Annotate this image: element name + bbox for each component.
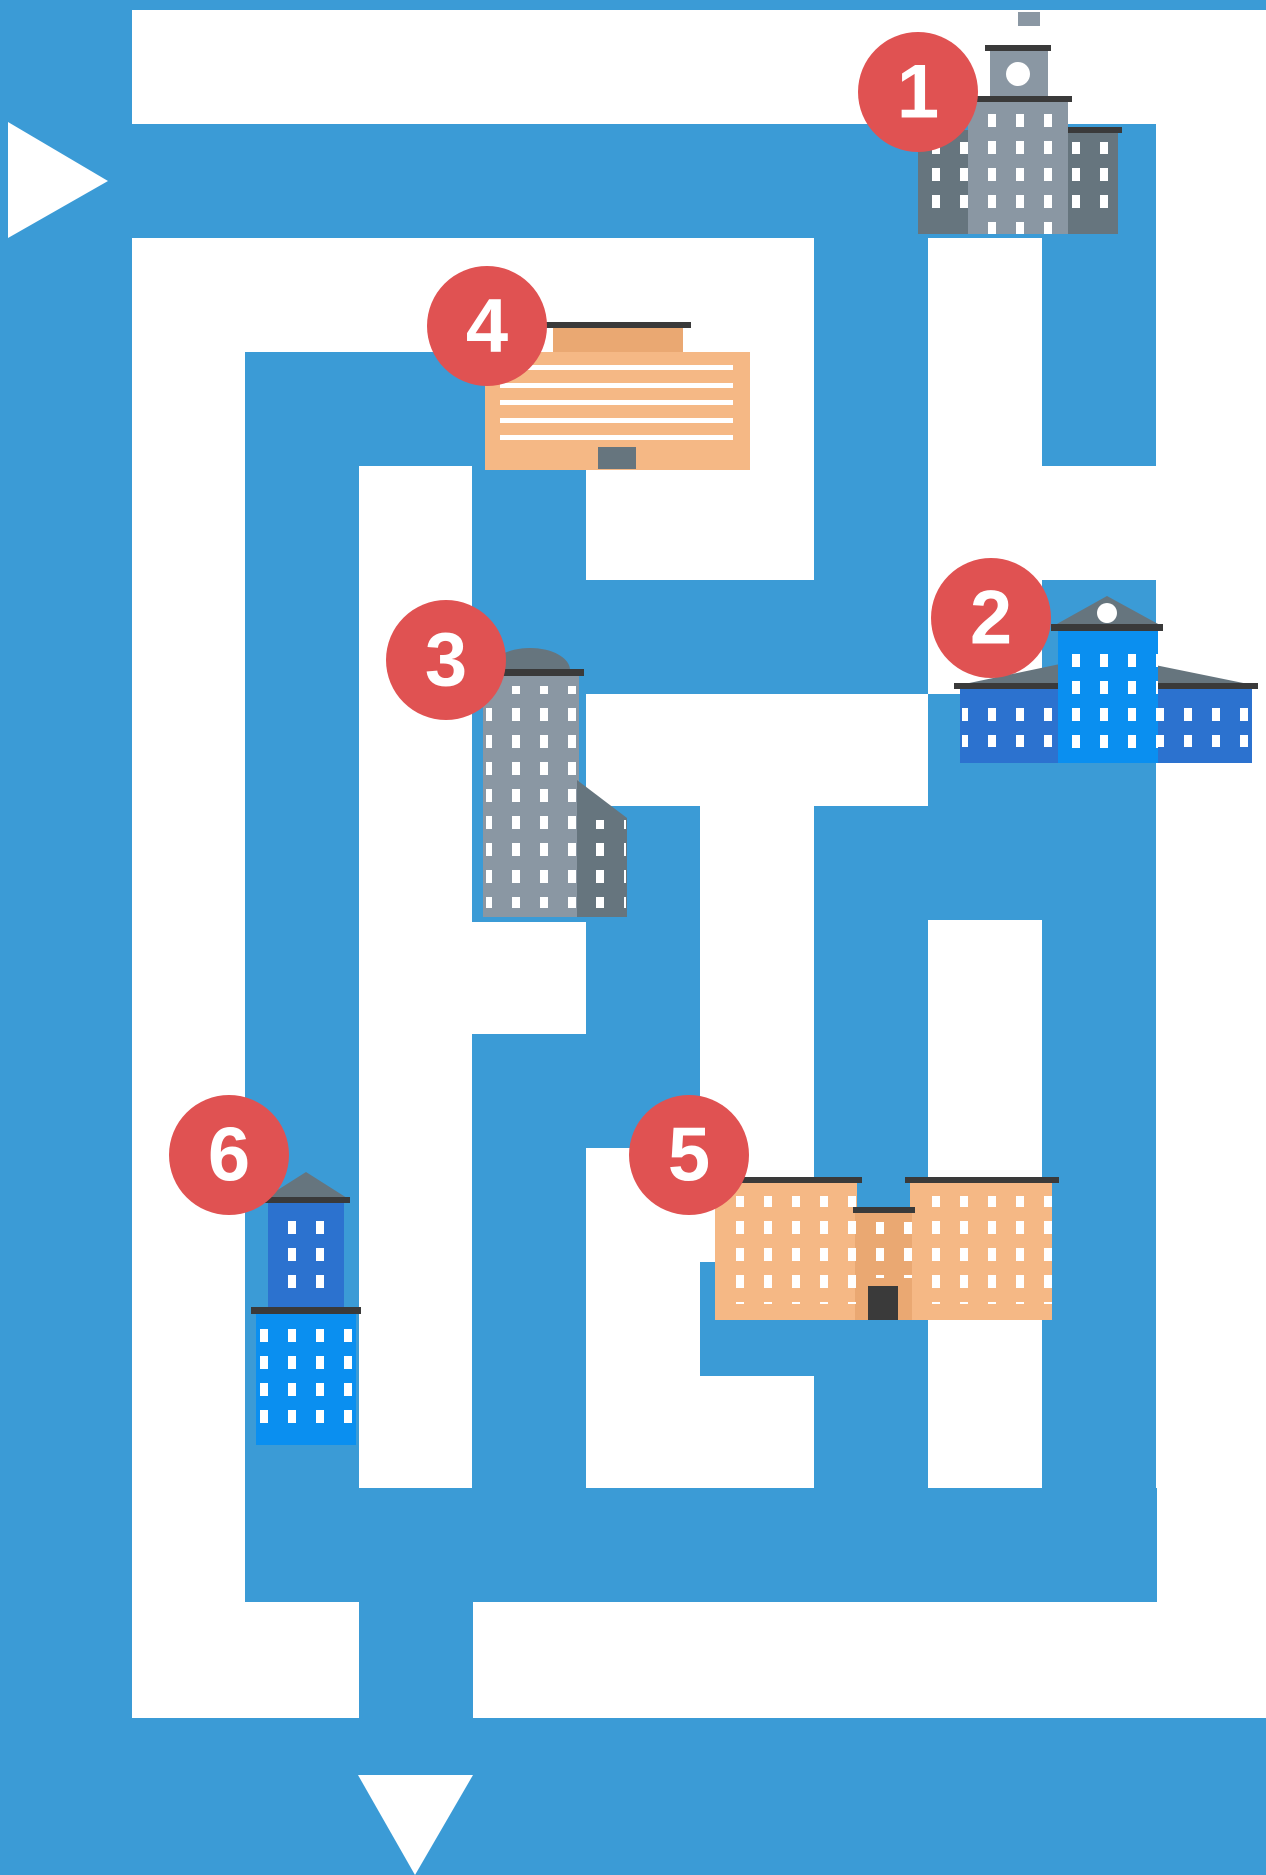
badge-5: 5	[629, 1095, 749, 1215]
badge-6: 6	[169, 1095, 289, 1215]
badge-4-label: 4	[466, 284, 508, 369]
badge-5-label: 5	[668, 1113, 710, 1198]
badge-3: 3	[386, 600, 506, 720]
badge-6-label: 6	[208, 1113, 250, 1198]
badge-1: 1	[858, 32, 978, 152]
badge-3-label: 3	[425, 618, 467, 703]
badge-1-label: 1	[897, 50, 939, 135]
badge-4: 4	[427, 266, 547, 386]
badge-2: 2	[931, 558, 1051, 678]
badge-2-label: 2	[970, 576, 1012, 661]
